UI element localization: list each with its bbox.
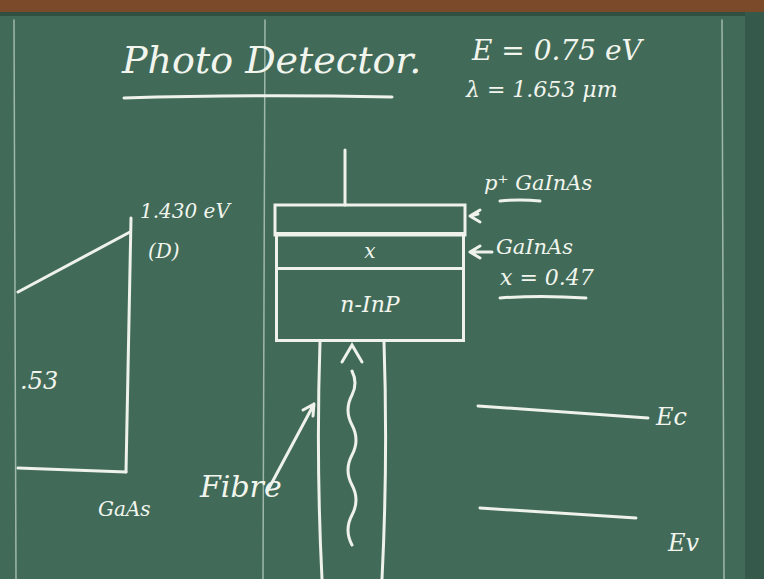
curve	[18, 232, 130, 292]
band-label: Ec	[656, 404, 687, 430]
layer-label: GaInAs	[496, 236, 573, 259]
band-edge	[478, 406, 648, 418]
layer-box: x	[275, 232, 465, 270]
fibre-wall	[318, 342, 322, 579]
composition-label: x = 0.47	[500, 266, 594, 290]
leader-arrow	[470, 210, 480, 222]
board-side	[745, 12, 764, 579]
fibre-wall	[382, 342, 386, 579]
board-frame	[0, 0, 764, 12]
axis	[126, 218, 131, 472]
title: Photo Detector.	[122, 40, 421, 82]
fibre-label: Fibre	[200, 470, 282, 503]
layer-box: n-InP	[275, 267, 465, 342]
board-divider	[14, 20, 16, 579]
wavelength-value: λ = 1.653 μm	[466, 78, 618, 102]
contact-wire	[344, 150, 347, 205]
note-label: (D)	[148, 240, 180, 262]
axis	[18, 468, 126, 472]
board-divider	[722, 20, 724, 579]
board-edge	[0, 12, 764, 16]
underline	[500, 297, 586, 299]
title-underline	[124, 96, 392, 98]
layer-text: n-InP	[340, 292, 399, 317]
arrowhead	[342, 345, 362, 362]
value-label: .53	[20, 368, 58, 394]
energy-value: E = 0.75 eV	[472, 36, 642, 67]
p-layer	[275, 205, 465, 235]
underline	[500, 200, 540, 201]
light-ray	[348, 371, 356, 545]
layer-text: x	[364, 239, 375, 263]
layer-label: p⁺ GaInAs	[484, 172, 592, 195]
leader-arrow	[470, 246, 492, 258]
band-edge	[480, 508, 636, 518]
band-label: Ev	[668, 530, 699, 556]
material-label: GaAs	[98, 498, 151, 520]
energy-value: 1.430 eV	[140, 200, 230, 222]
